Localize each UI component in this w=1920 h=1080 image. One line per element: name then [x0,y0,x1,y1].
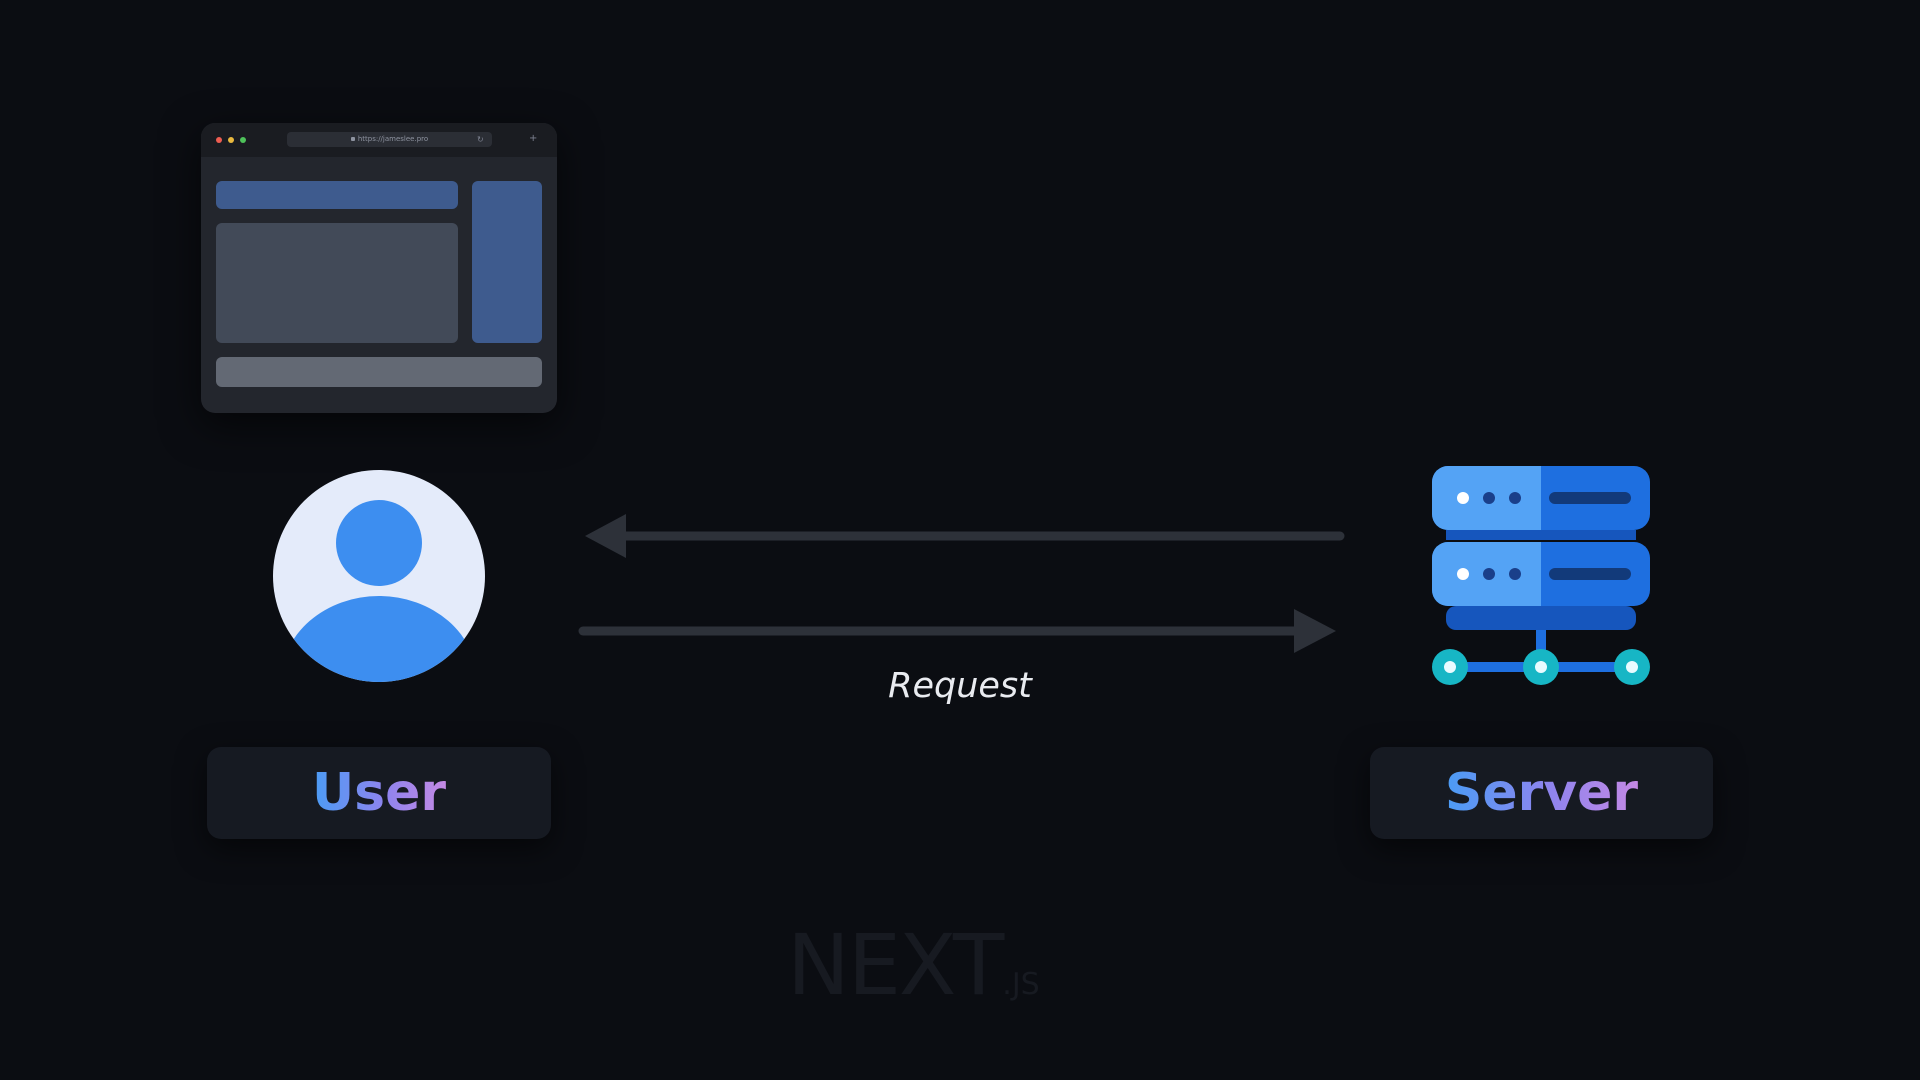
address-bar: https://jameslee.pro [287,132,492,147]
avatar-head [336,500,422,586]
browser-window-mockup: https://jameslee.pro ↻ + [201,123,557,413]
user-avatar-icon [273,470,485,682]
page-header-placeholder [216,181,458,209]
watermark-suffix: .JS [1002,967,1040,1002]
watermark-main: NEXT [787,916,1004,1014]
page-footer-placeholder [216,357,542,387]
close-dot-icon [216,137,222,143]
browser-titlebar: https://jameslee.pro ↻ + [201,123,557,157]
lock-icon [350,137,355,141]
server-label-box: Server [1370,747,1713,839]
nextjs-watermark-logo: NEXT.JS [787,915,1137,1015]
user-label: User [311,763,447,823]
maximize-dot-icon [240,137,246,143]
address-bar-url: https://jameslee.pro [357,135,429,143]
server-stack-icon [1432,466,1650,685]
request-arrow [578,609,1336,653]
new-tab-icon: + [529,133,538,144]
page-sidebar-placeholder [472,181,542,343]
request-label: Request [888,666,1032,706]
server-label: Server [1444,763,1639,823]
user-label-box: User [207,747,551,839]
response-arrow [585,514,1345,558]
reload-icon: ↻ [477,135,484,144]
page-content-placeholder [216,223,458,343]
minimize-dot-icon [228,137,234,143]
